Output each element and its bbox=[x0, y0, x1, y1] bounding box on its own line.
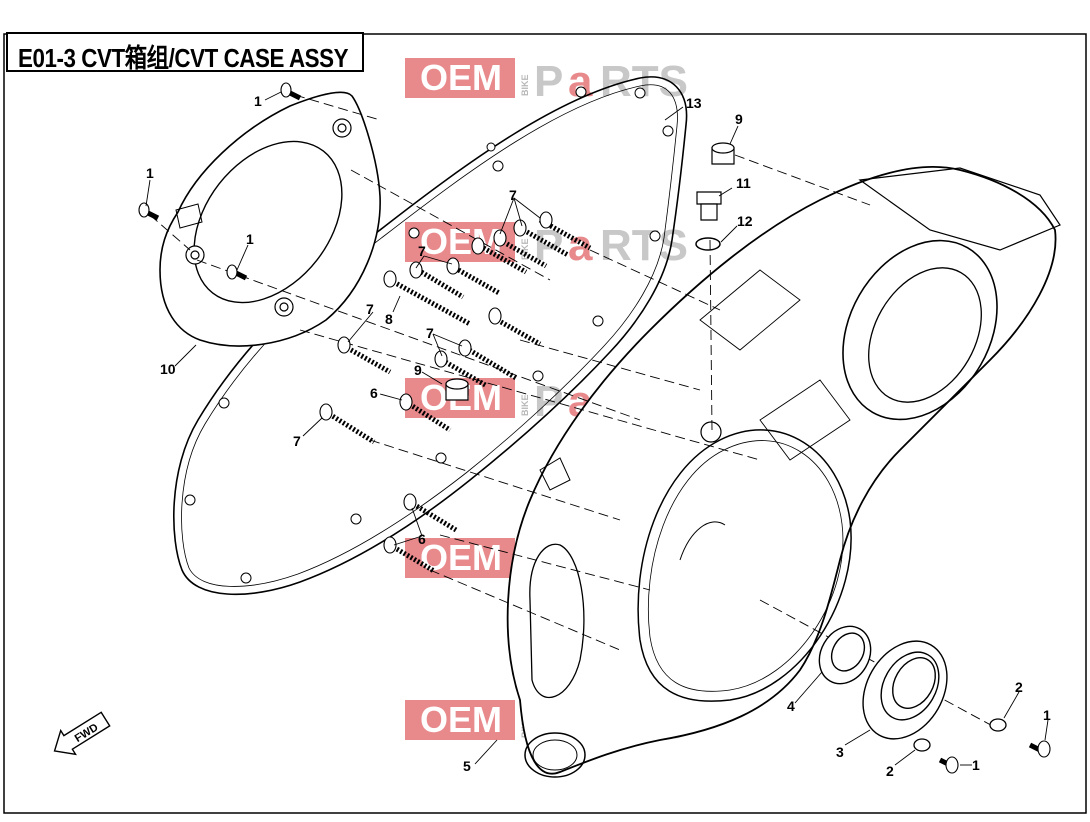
cvt-case-intake bbox=[524, 732, 586, 778]
bolt bbox=[458, 339, 518, 381]
bearing-3 bbox=[862, 640, 948, 740]
fwd-arrow-shape bbox=[53, 711, 111, 756]
watermark-bike-text: BIKE bbox=[520, 74, 530, 96]
watermark-parts-p: P bbox=[534, 57, 563, 106]
bolt bbox=[383, 270, 472, 327]
bolt bbox=[471, 237, 528, 275]
callout-1: 1 bbox=[246, 231, 254, 247]
oil-seal-4 bbox=[818, 625, 872, 685]
callout-1: 1 bbox=[254, 93, 262, 109]
bolt bbox=[319, 403, 376, 445]
washer-12 bbox=[695, 237, 721, 251]
callout-5: 5 bbox=[463, 758, 471, 774]
callout-10: 10 bbox=[160, 361, 176, 377]
callouts: 1 1 1 1 1 1 2 2 3 4 5 6 6 7 7 7 7 7 7 8 … bbox=[146, 93, 1051, 779]
cvt-case-front-opening bbox=[637, 429, 852, 702]
bolt bbox=[280, 82, 302, 101]
watermark-parts-rest: RTS bbox=[600, 57, 688, 106]
bolt bbox=[138, 202, 160, 221]
drain-plug-11 bbox=[696, 191, 722, 221]
callout-1: 1 bbox=[972, 757, 980, 773]
watermark-bike-text: BIKE bbox=[520, 238, 530, 260]
cvt-case-intake-inner bbox=[532, 739, 578, 771]
callout-8: 8 bbox=[385, 311, 393, 327]
cvt-case-rib bbox=[699, 269, 801, 351]
assembly-lines bbox=[149, 94, 1001, 731]
watermark-parts-a: a bbox=[568, 221, 593, 270]
washer-2 bbox=[989, 718, 1007, 732]
cvt-case-drain-hole bbox=[700, 421, 722, 443]
cvt-case bbox=[506, 165, 1061, 778]
callout-1: 1 bbox=[1043, 707, 1051, 723]
callout-6: 6 bbox=[370, 385, 378, 401]
bolt bbox=[383, 536, 436, 574]
callout-9: 9 bbox=[735, 111, 743, 127]
callout-11: 11 bbox=[736, 175, 751, 191]
callout-7: 7 bbox=[418, 243, 426, 259]
watermark-oem-bg bbox=[405, 700, 515, 740]
bolt bbox=[403, 493, 458, 533]
cvt-case-front-opening-inner bbox=[647, 440, 844, 692]
callout-2: 2 bbox=[1015, 679, 1023, 695]
page-title: E01-3 CVT箱组/CVT CASE ASSY bbox=[18, 43, 349, 73]
title-box: E01-3 CVT箱组/CVT CASE ASSY bbox=[6, 32, 364, 73]
callout-7: 7 bbox=[509, 187, 517, 203]
callout-4: 4 bbox=[787, 698, 795, 714]
bolt bbox=[399, 393, 452, 433]
callout-7: 7 bbox=[426, 325, 434, 341]
watermark-oem-text: OEM bbox=[420, 699, 502, 740]
bolt bbox=[446, 257, 501, 296]
cvt-case-rear-bore-inner bbox=[868, 267, 982, 403]
cvt-case-detail bbox=[679, 521, 726, 561]
bolt bbox=[1028, 740, 1051, 758]
bolt bbox=[434, 350, 489, 389]
watermark-oem-bg bbox=[405, 58, 515, 98]
watermark-oem-bg bbox=[405, 538, 515, 578]
bolt bbox=[538, 211, 592, 251]
bolt bbox=[226, 264, 248, 281]
watermark-1: OEM BIKE P a RTS bbox=[405, 57, 688, 106]
bolt bbox=[488, 307, 542, 347]
callout-6: 6 bbox=[418, 531, 426, 547]
cvt-case-rear-bore bbox=[842, 239, 998, 421]
cvt-case-outline bbox=[506, 165, 1057, 775]
callout-13: 13 bbox=[686, 95, 702, 111]
callout-12: 12 bbox=[737, 213, 753, 229]
leader-lines bbox=[145, 91, 1049, 766]
bolt bbox=[938, 756, 959, 774]
cvt-case-boss bbox=[539, 457, 571, 491]
dowel-9-mid bbox=[445, 378, 469, 401]
callout-7: 7 bbox=[366, 301, 374, 317]
callout-1: 1 bbox=[146, 165, 154, 181]
fwd-arrow: FWD bbox=[53, 711, 111, 756]
watermark-oem-text: OEM bbox=[420, 537, 502, 578]
callout-9: 9 bbox=[414, 362, 422, 378]
cover-10-bosses bbox=[185, 118, 352, 317]
callout-7: 7 bbox=[293, 433, 301, 449]
dowel-9-top bbox=[711, 142, 735, 165]
cvt-case-rib bbox=[759, 379, 851, 461]
callout-2: 2 bbox=[886, 763, 894, 779]
watermark-parts-rest: RTS bbox=[600, 221, 688, 270]
cvt-case-top-flange bbox=[858, 167, 1061, 251]
washer-2 bbox=[913, 738, 931, 752]
bolt bbox=[409, 261, 465, 300]
cvt-case-duct bbox=[529, 543, 585, 698]
watermark-bike-text: BIKE bbox=[520, 394, 530, 416]
watermark-oem-text: OEM bbox=[420, 57, 502, 98]
watermark-oem-text: OEM bbox=[420, 221, 502, 262]
cover-10 bbox=[159, 91, 381, 347]
bolt bbox=[337, 336, 392, 375]
outer-border bbox=[3, 33, 1087, 814]
cover-10-opening bbox=[193, 140, 343, 304]
bolt bbox=[493, 229, 548, 269]
callout-3: 3 bbox=[836, 744, 844, 760]
bolts-group bbox=[138, 82, 1051, 774]
cover-10-tab bbox=[175, 203, 203, 229]
